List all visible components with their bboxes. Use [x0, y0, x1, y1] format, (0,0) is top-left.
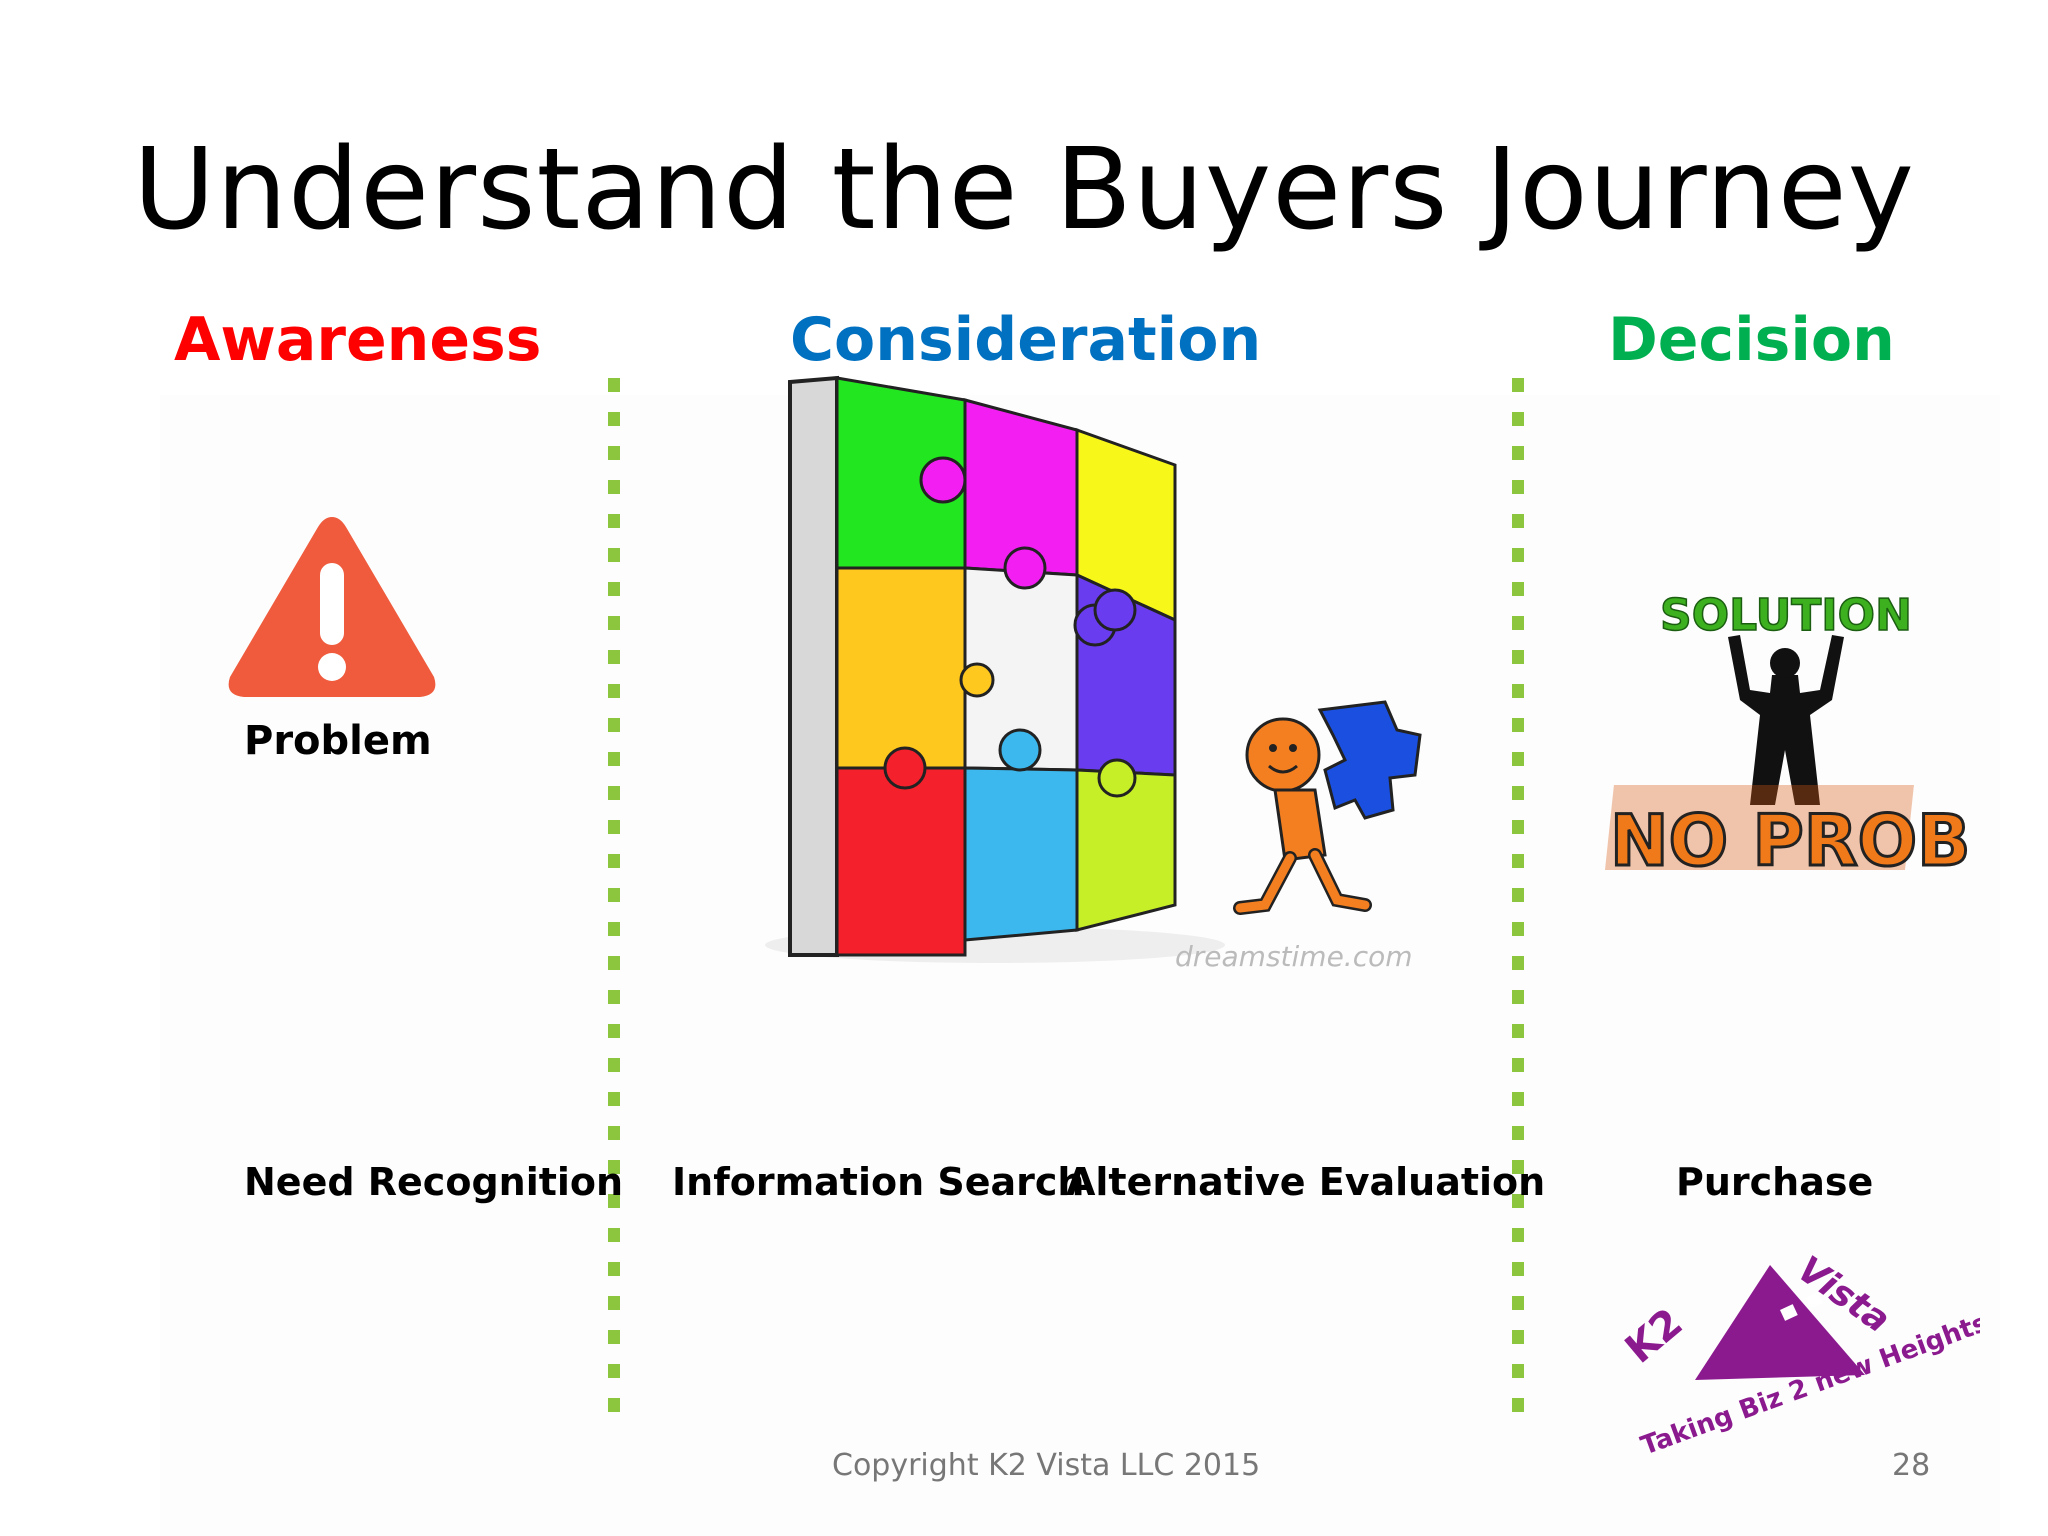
- k2-vista-logo: K2 Vista Taking Biz 2 new Heights: [1620, 1250, 1980, 1462]
- step-need-recognition: Need Recognition: [244, 1160, 624, 1204]
- divider-consideration-decision: [1512, 378, 1524, 1418]
- puzzle-carrier-figure: [1233, 700, 1422, 915]
- step-purchase: Purchase: [1676, 1160, 1874, 1204]
- solution-word: SOLUTION: [1660, 590, 1912, 641]
- divider-awareness-consideration: [608, 378, 620, 1418]
- stage-awareness: Awareness: [174, 305, 542, 375]
- warning-triangle-icon: [228, 517, 436, 697]
- slide-title: Understand the Buyers Journey: [133, 125, 1915, 255]
- svg-text:K2: K2: [1620, 1300, 1691, 1373]
- stage-consideration: Consideration: [790, 305, 1262, 375]
- page-number: 28: [1892, 1448, 1931, 1483]
- watermark-text: dreamstime.com: [1175, 940, 1413, 973]
- step-information-search: Information Search: [672, 1160, 1085, 1204]
- solution-strongman-illustration: SOLUTION NO PROBLEM: [1604, 589, 1970, 884]
- copyright-footer: Copyright K2 Vista LLC 2015: [832, 1448, 1261, 1483]
- puzzle-wall-illustration: [765, 375, 1225, 963]
- step-alternative-evaluation: Alternative Evaluation: [1066, 1160, 1546, 1204]
- no-problem-word: NO PROBLEM: [1610, 800, 1970, 882]
- stage-decision: Decision: [1608, 305, 1895, 375]
- problem-label: Problem: [244, 718, 432, 764]
